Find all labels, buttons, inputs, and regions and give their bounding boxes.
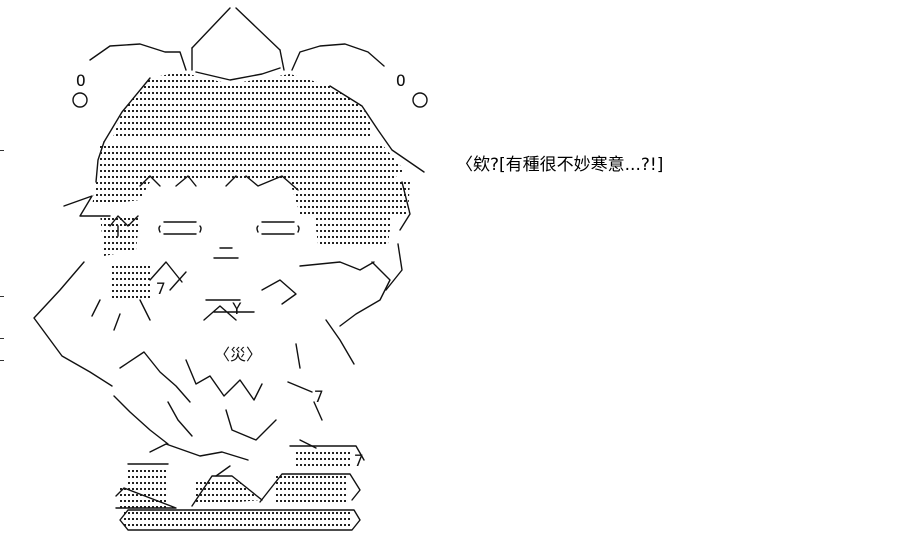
chest-label: 〈災〉: [214, 345, 262, 364]
seven-mid-mark: 7: [314, 387, 324, 406]
collar: Y 〈災〉: [203, 279, 297, 364]
edge-tick: [0, 338, 4, 339]
face: [109, 215, 375, 271]
body: [149, 359, 277, 461]
collar-y-mark: Y: [232, 299, 242, 318]
bubble-right-label: O: [396, 71, 406, 90]
left-arm: 7: [33, 261, 191, 445]
hat-ribbons: [89, 43, 385, 81]
edge-tick: [0, 360, 4, 361]
speech-caption: 〈欸?[有種很不妙寒意...?!]: [456, 155, 664, 175]
seven-bottom-mark: 7: [354, 451, 364, 470]
right-arm: 7: [287, 261, 391, 449]
edge-tick: [0, 150, 4, 151]
bubble-left-label: O: [76, 71, 86, 90]
edge-tick: [0, 296, 4, 297]
seven-top-mark: 7: [156, 279, 166, 298]
feet: 7: [115, 445, 365, 531]
hat-peak: [191, 7, 285, 71]
hair: [63, 142, 411, 291]
hat-body: [95, 72, 425, 183]
bubbles: O O: [72, 71, 428, 108]
